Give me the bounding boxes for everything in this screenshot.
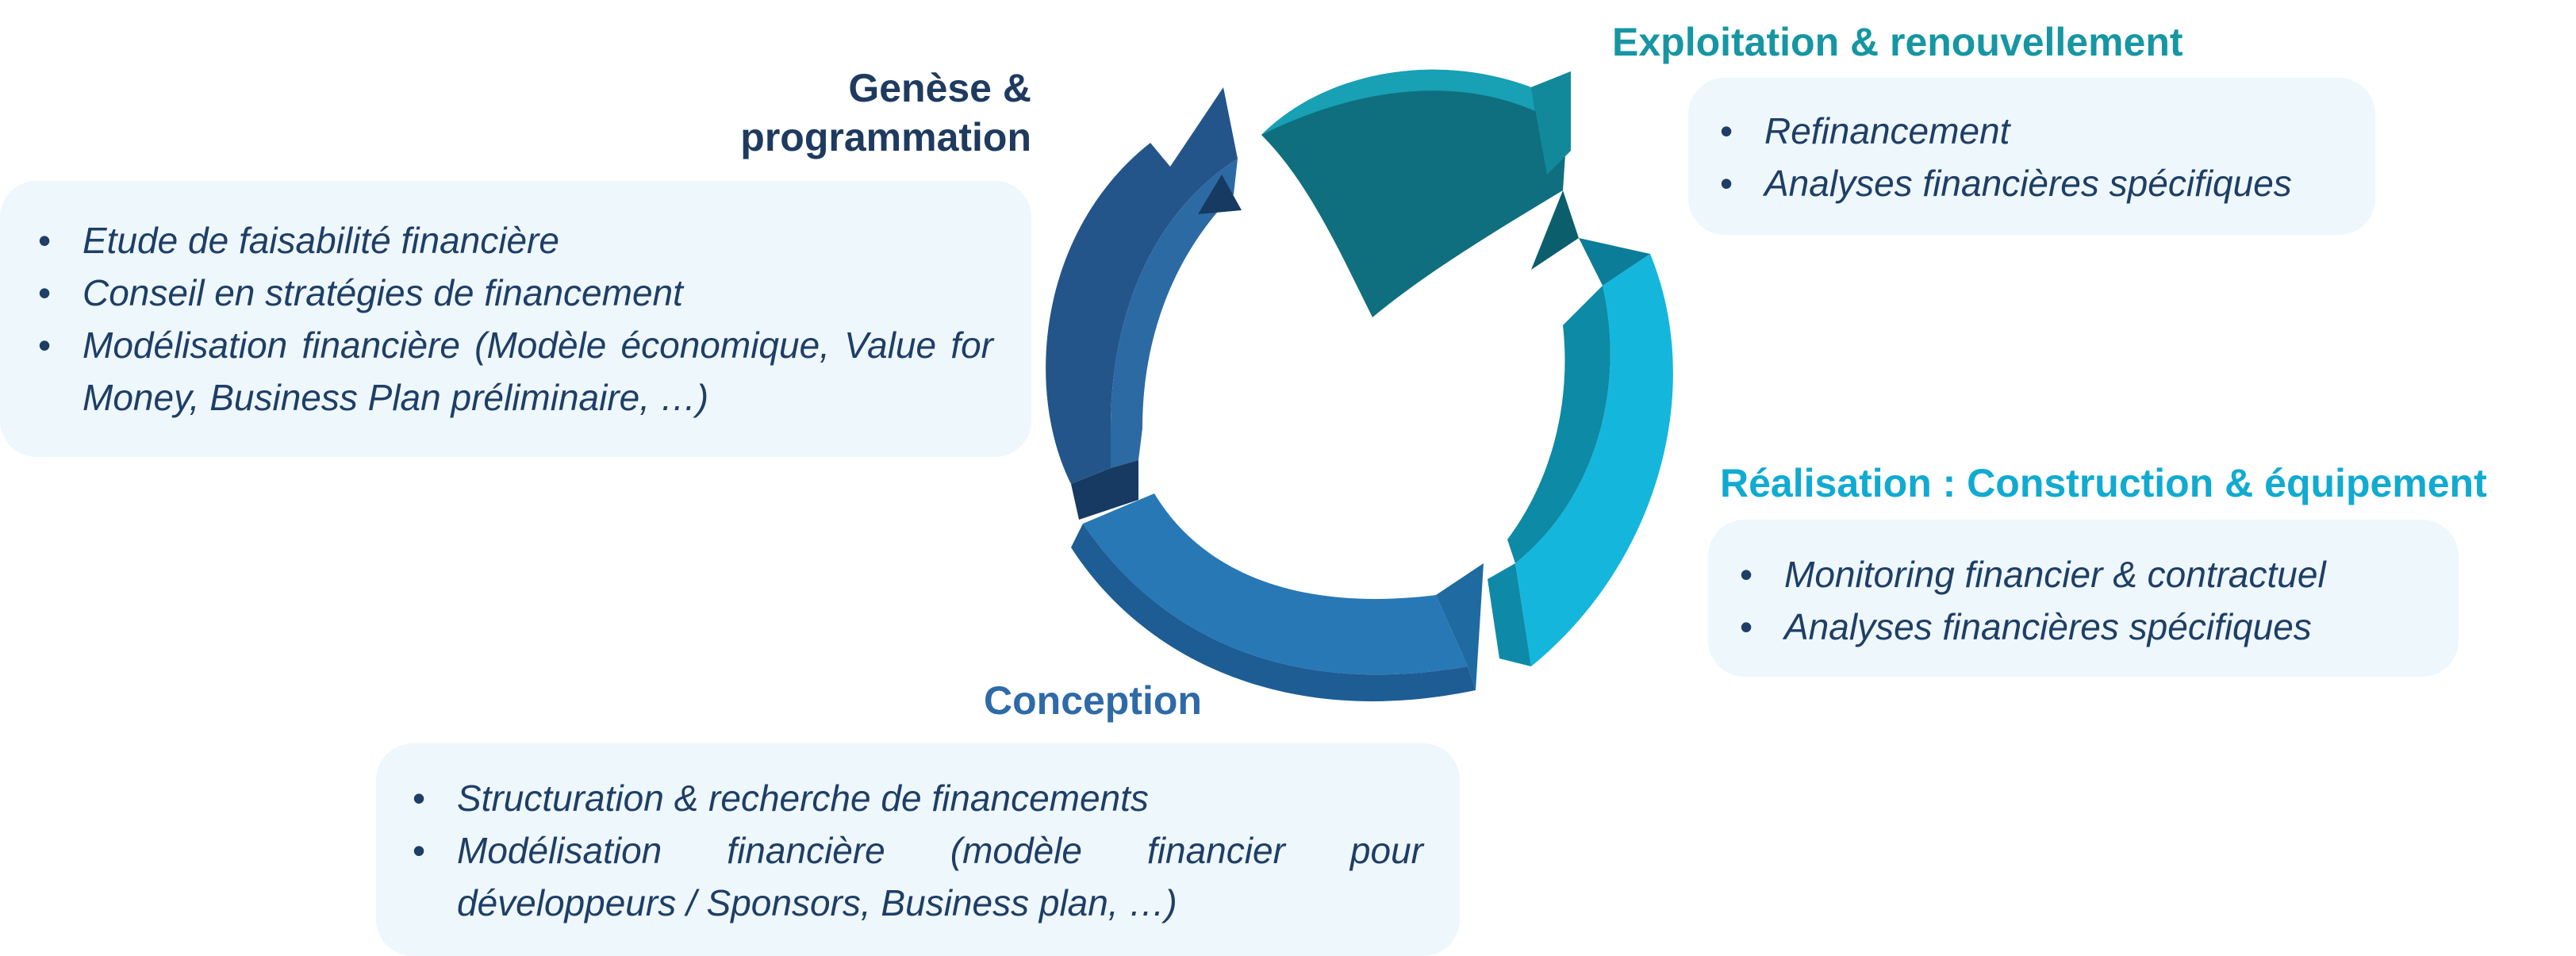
realisation-box: •Monitoring financier & contractuel •Ana… xyxy=(1708,520,2459,677)
exploitation-title: Exploitation & renouvellement xyxy=(1612,20,2183,64)
bullet-icon: • xyxy=(38,324,52,366)
cycle-arrows-diagram xyxy=(1046,69,1673,701)
genese-title: Genèse & programmation xyxy=(740,66,1031,159)
genese-box: •Etude de faisabilité financière •Consei… xyxy=(0,181,1031,457)
conception-list: •Structuration & recherche de financemen… xyxy=(413,772,1423,929)
list-item: •Monitoring financier & contractuel xyxy=(1740,548,2427,601)
bullet-icon: • xyxy=(1740,606,1753,647)
list-item: •Structuration & recherche de financemen… xyxy=(413,772,1423,824)
bullet-icon: • xyxy=(1720,163,1733,204)
list-item: •Conseil en stratégies de financement xyxy=(38,267,993,319)
exploitation-list: •Refinancement •Analyses financières spé… xyxy=(1720,105,2344,209)
bullet-icon: • xyxy=(413,777,426,819)
exploitation-box: •Refinancement •Analyses financières spé… xyxy=(1688,78,2375,235)
arrow-exploitation xyxy=(1261,69,1579,318)
bullet-icon: • xyxy=(1740,554,1753,595)
arrow-realisation xyxy=(1488,238,1673,666)
realisation-list: •Monitoring financier & contractuel •Ana… xyxy=(1740,548,2427,653)
list-item: •Analyses financières spécifiques xyxy=(1720,157,2344,209)
realisation-title: Réalisation : Construction & équipement xyxy=(1720,461,2487,505)
bullet-icon: • xyxy=(38,272,52,313)
bullet-icon: • xyxy=(38,220,52,261)
list-item: •Analyses financières spécifiques xyxy=(1740,601,2427,653)
genese-list: •Etude de faisabilité financière •Consei… xyxy=(38,214,993,424)
conception-title: Conception xyxy=(984,678,1202,723)
arrow-genese xyxy=(1046,87,1242,520)
bullet-icon: • xyxy=(1720,110,1733,152)
arrow-conception xyxy=(1071,493,1484,701)
list-item: •Etude de faisabilité financière xyxy=(38,214,993,267)
list-item: •Modélisation financière (Modèle économi… xyxy=(38,319,993,424)
conception-box: •Structuration & recherche de financemen… xyxy=(376,743,1460,956)
list-item: •Modélisation financière (modèle financi… xyxy=(413,824,1423,929)
list-item: •Refinancement xyxy=(1720,105,2344,157)
bullet-icon: • xyxy=(413,830,426,871)
